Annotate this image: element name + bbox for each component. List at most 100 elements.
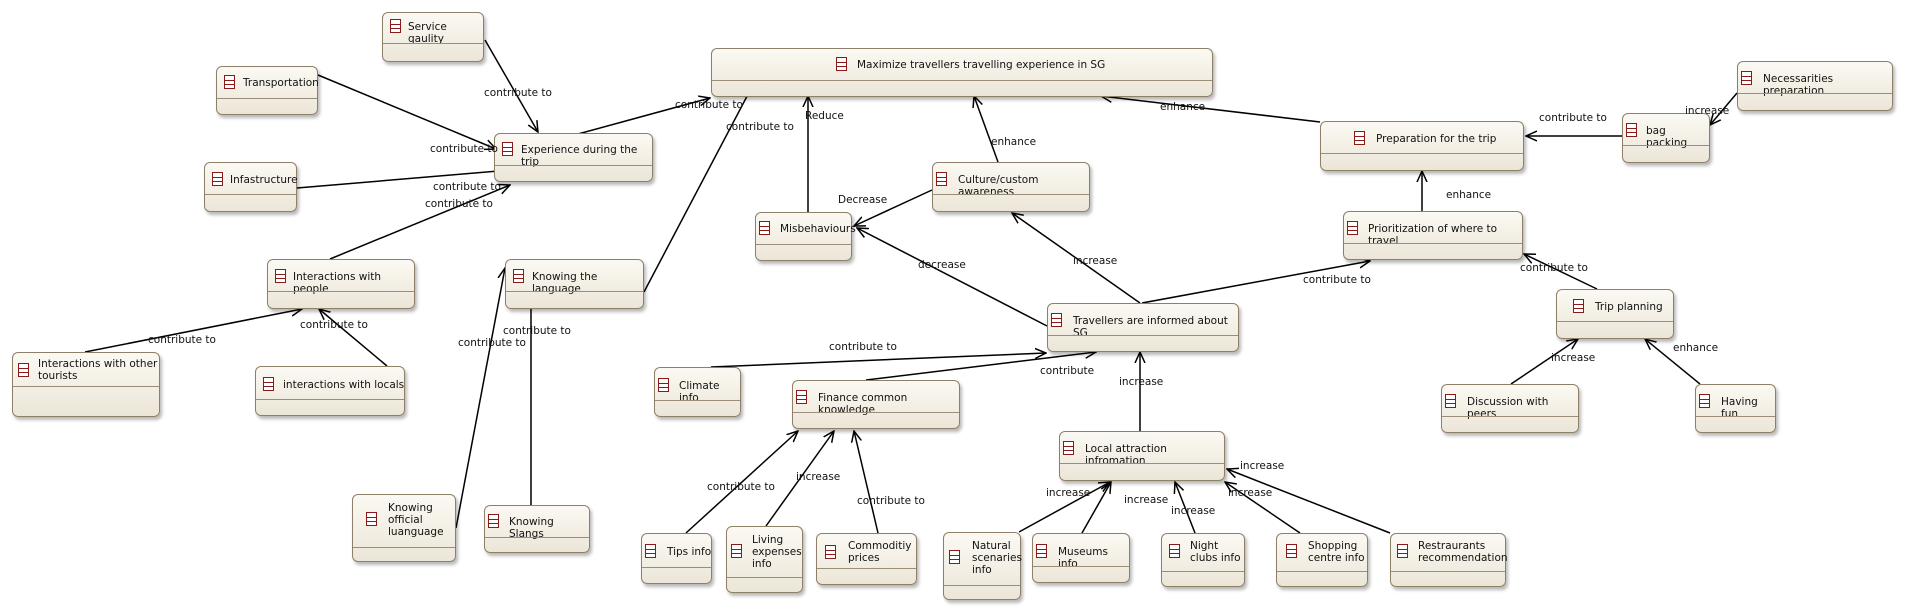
goal-icon bbox=[1286, 544, 1297, 558]
connector-arrow bbox=[765, 431, 834, 527]
edge-label: Decrease bbox=[838, 194, 888, 206]
edge-label: contribute to bbox=[425, 198, 493, 210]
connector-arrow bbox=[317, 74, 496, 149]
node-label: Interactions with people bbox=[293, 271, 382, 295]
goal-knowing-slangs[interactable]: Knowing Slangs bbox=[484, 505, 590, 553]
goal-restaurants-recommendation[interactable]: Restraurants recommendation bbox=[1390, 533, 1508, 587]
connector-arrow bbox=[1710, 92, 1738, 125]
edge-label: contribute to bbox=[857, 495, 925, 507]
goal-knowing-official-language[interactable]: Knowing official luanguage bbox=[352, 494, 456, 562]
goal-icon bbox=[212, 172, 223, 186]
connector-arrow bbox=[484, 39, 538, 132]
separator bbox=[1048, 335, 1238, 336]
goal-tips-info[interactable]: Tips info bbox=[641, 533, 712, 584]
goal-interactions-locals[interactable]: interactions with locals bbox=[255, 366, 405, 416]
goal-finance-knowledge[interactable]: Finance common knowledge bbox=[792, 380, 960, 429]
separator bbox=[933, 194, 1089, 195]
separator bbox=[1623, 145, 1709, 146]
goal-knowing-language[interactable]: Knowing the language bbox=[505, 259, 644, 309]
node-label: Infastructure bbox=[230, 174, 298, 186]
connector-arrow bbox=[1081, 482, 1111, 534]
goal-trip-planning[interactable]: Trip planning bbox=[1556, 289, 1674, 339]
goal-interactions-other-tourists[interactable]: Interactions with other tourists bbox=[12, 352, 160, 417]
edge-label: increase bbox=[796, 471, 841, 483]
edge-label: contribute to bbox=[829, 341, 897, 353]
separator bbox=[817, 568, 916, 569]
node-label: Museums info bbox=[1058, 546, 1108, 570]
goal-icon bbox=[488, 514, 499, 528]
node-label: bag packing bbox=[1646, 125, 1688, 149]
goal-transportation[interactable]: Transportation bbox=[216, 66, 319, 115]
goal-icon bbox=[1169, 544, 1180, 558]
goal-maximize-experience[interactable]: Maximize travellers travelling experienc… bbox=[711, 48, 1213, 97]
edge-label: contribute to bbox=[484, 87, 552, 99]
connector-arrow bbox=[643, 64, 764, 293]
edge-label: contribute to bbox=[1539, 112, 1607, 124]
goal-museums-info[interactable]: Museums info bbox=[1032, 533, 1130, 583]
goal-prioritization[interactable]: Prioritization of where to travel bbox=[1343, 211, 1523, 260]
goal-icon bbox=[658, 378, 669, 392]
goal-service-quality[interactable]: Service qaulity bbox=[382, 12, 484, 62]
separator bbox=[1060, 463, 1224, 464]
goal-bag-packing[interactable]: bag packing bbox=[1622, 113, 1710, 163]
separator bbox=[383, 43, 483, 44]
goal-living-expenses[interactable]: Living expenses info bbox=[726, 526, 803, 593]
goal-night-clubs[interactable]: Night clubs info bbox=[1161, 533, 1245, 587]
node-label: Commoditiy prices bbox=[848, 540, 912, 564]
connector-arrow bbox=[1510, 339, 1578, 385]
goal-commodity-prices[interactable]: Commoditiy prices bbox=[816, 533, 917, 585]
connector-arrow bbox=[1645, 339, 1701, 385]
separator bbox=[1557, 321, 1673, 322]
node-label: Tips info bbox=[667, 546, 712, 558]
edge-label: contribute to bbox=[433, 181, 501, 193]
edge-label: increase bbox=[1228, 487, 1273, 499]
goal-icon bbox=[1445, 394, 1456, 408]
goal-natural-scenaries[interactable]: Natural scenaries info bbox=[943, 532, 1022, 600]
goal-local-attraction[interactable]: Local attraction infromation bbox=[1059, 431, 1225, 481]
goal-discussion-peers[interactable]: Discussion with peers bbox=[1441, 384, 1579, 433]
node-label: Maximize travellers travelling experienc… bbox=[857, 59, 1106, 71]
edge-label: contribute to bbox=[726, 121, 794, 133]
edge-label: decrease bbox=[918, 259, 966, 271]
goal-interactions-with-people[interactable]: Interactions with people bbox=[267, 259, 415, 309]
goal-icon bbox=[1699, 394, 1710, 408]
separator bbox=[485, 537, 589, 538]
goal-icon bbox=[1347, 221, 1358, 235]
connector-arrow bbox=[319, 309, 388, 367]
goal-icon bbox=[1741, 71, 1752, 85]
goal-travellers-informed[interactable]: Travellers are informed about SG bbox=[1047, 303, 1239, 352]
edge-label: contribute to bbox=[1520, 262, 1588, 274]
separator bbox=[256, 399, 404, 400]
goal-infrastructure[interactable]: Infastructure bbox=[204, 162, 298, 212]
goal-culture-awareness[interactable]: Culture/custom awareness bbox=[932, 162, 1090, 212]
separator bbox=[1321, 153, 1523, 154]
goal-icon bbox=[18, 363, 29, 377]
goal-having-fun[interactable]: Having fun bbox=[1695, 384, 1776, 433]
node-label: Restraurants recommendation bbox=[1418, 540, 1508, 564]
edge-label: increase bbox=[1119, 376, 1164, 388]
separator bbox=[1391, 571, 1505, 572]
node-label: Finance common knowledge bbox=[818, 392, 908, 416]
separator bbox=[1442, 416, 1578, 417]
goal-shopping-centre[interactable]: Shopping centre info bbox=[1276, 533, 1368, 587]
goal-necessaries-preparation[interactable]: Necessarities preparation bbox=[1737, 61, 1893, 111]
node-label: Misbehaviours bbox=[780, 223, 856, 235]
node-label: Natural scenaries info bbox=[972, 540, 1022, 576]
node-label: interactions with locals bbox=[283, 379, 405, 391]
edge-label: increase bbox=[1073, 255, 1118, 267]
goal-climate-info[interactable]: Climate info bbox=[654, 367, 741, 417]
separator bbox=[712, 80, 1212, 81]
goal-preparation-trip[interactable]: Preparation for the trip bbox=[1320, 121, 1524, 171]
separator bbox=[655, 400, 740, 401]
goal-icon bbox=[502, 142, 513, 156]
separator bbox=[1162, 571, 1244, 572]
connector-arrow bbox=[1018, 482, 1110, 533]
edge-label: increase bbox=[1551, 352, 1596, 364]
node-label: Discussion with peers bbox=[1467, 396, 1549, 420]
connector-arrow bbox=[296, 170, 510, 189]
goal-misbehaviours[interactable]: Misbehaviours bbox=[755, 212, 856, 261]
goal-experience-during-trip[interactable]: Experience during the trip bbox=[494, 133, 653, 182]
connector-arrow bbox=[854, 431, 879, 534]
edge-label: enhance bbox=[1673, 342, 1719, 354]
goal-icon bbox=[759, 221, 770, 235]
